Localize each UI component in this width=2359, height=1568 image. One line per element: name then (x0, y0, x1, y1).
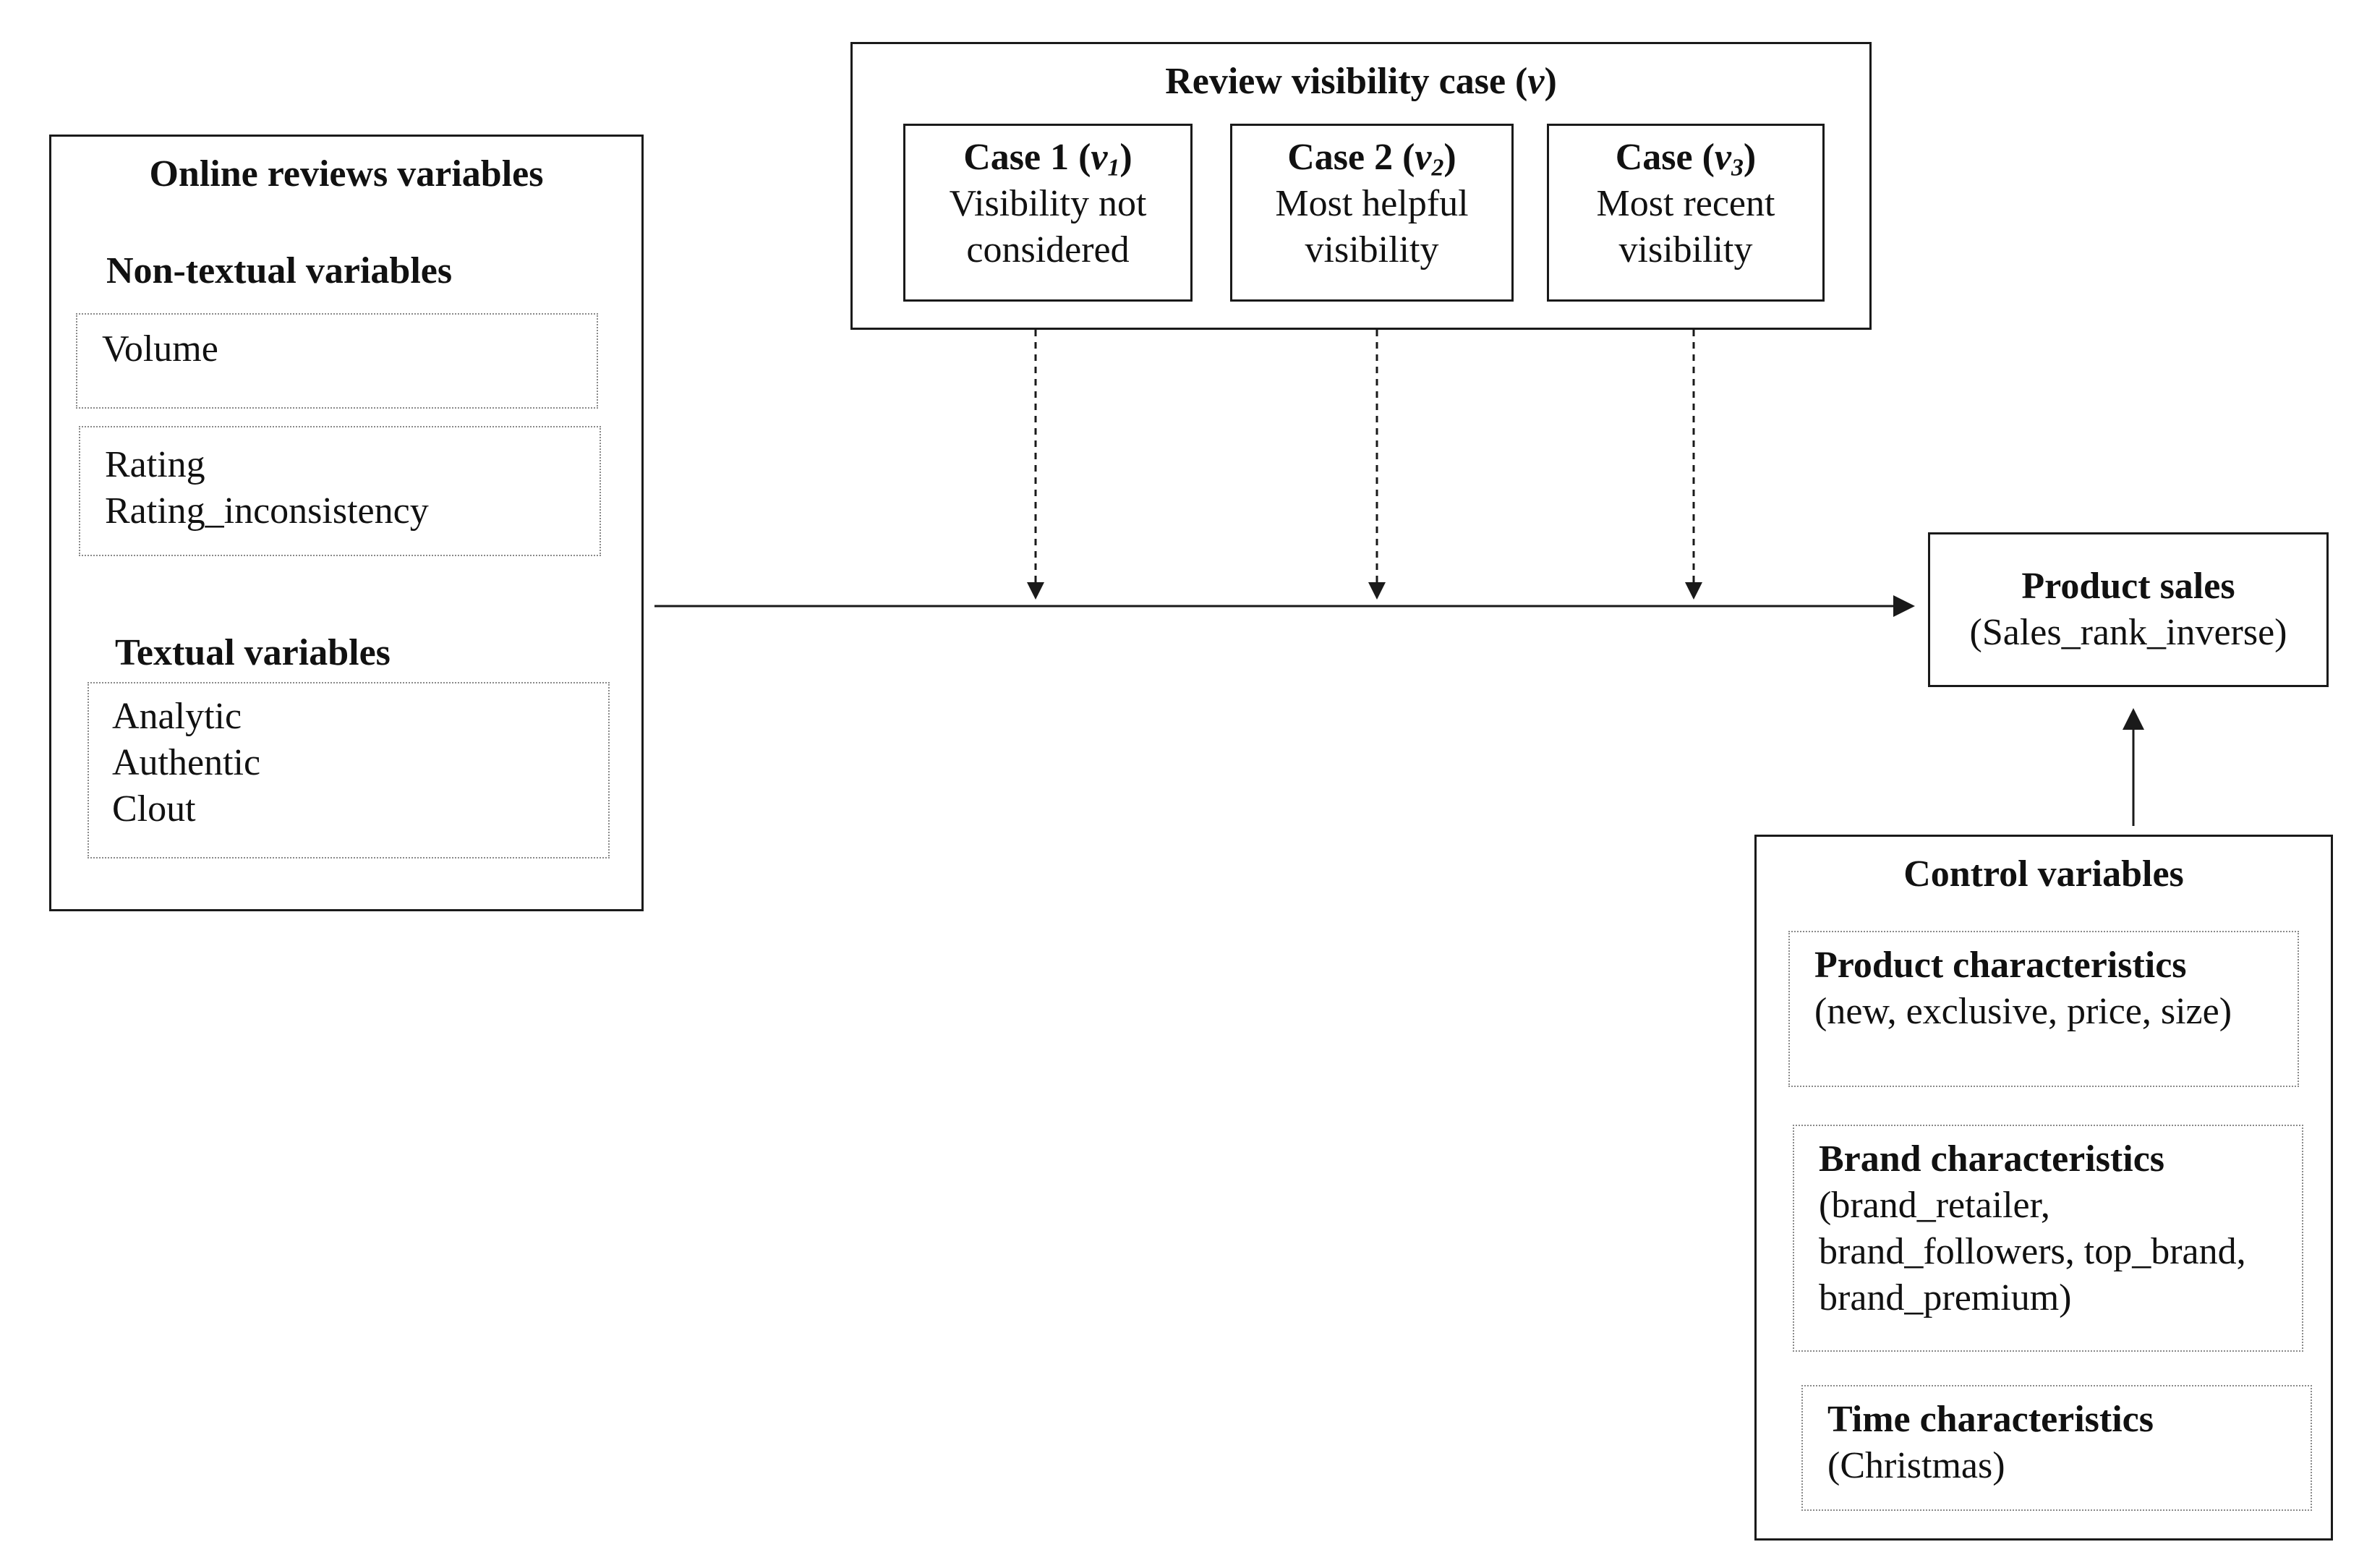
product-characteristics-group: Product characteristics (new, exclusive,… (1788, 931, 2299, 1087)
non-textual-heading: Non-textual variables (106, 250, 453, 291)
brand-characteristics-line2: brand_followers, top_brand, (1819, 1231, 2246, 1272)
product-sales-title: Product sales (2021, 566, 2235, 607)
product-sales-box: Product sales (Sales_rank_inverse) (1928, 532, 2329, 687)
case1-desc-line1: Visibility not (949, 183, 1147, 224)
case2-box: Case 2 (v2) Most helpful visibility (1230, 124, 1514, 302)
clout-variable: Clout (112, 788, 196, 830)
brand-characteristics-group: Brand characteristics (brand_retailer, b… (1793, 1125, 2303, 1352)
case3-label: Case (v3) (1615, 137, 1757, 182)
case1-label: Case 1 (v1) (963, 137, 1132, 182)
rating-group: Rating Rating_inconsistency (79, 426, 601, 556)
case2-desc-line2: visibility (1305, 229, 1439, 270)
product-characteristics-heading: Product characteristics (1814, 945, 2187, 986)
textual-heading: Textual variables (115, 632, 391, 673)
online-reviews-title: Online reviews variables (149, 153, 544, 195)
product-characteristics-list: (new, exclusive, price, size) (1814, 991, 2232, 1032)
review-visibility-title: Review visibility case (v) (1165, 61, 1557, 102)
authentic-variable: Authentic (112, 742, 261, 783)
review-visibility-box: Review visibility case (v) Case 1 (v1) V… (850, 42, 1872, 330)
time-characteristics-list: (Christmas) (1827, 1445, 2005, 1486)
case2-label: Case 2 (v2) (1287, 137, 1456, 182)
case3-desc-line2: visibility (1618, 229, 1753, 270)
volume-group: Volume (76, 313, 598, 409)
time-characteristics-heading: Time characteristics (1827, 1399, 2154, 1440)
volume-variable: Volume (102, 328, 218, 370)
case1-box: Case 1 (v1) Visibility not considered (903, 124, 1193, 302)
case2-desc-line1: Most helpful (1275, 183, 1469, 224)
product-sales-subtitle: (Sales_rank_inverse) (1969, 612, 2287, 653)
textual-group: Analytic Authentic Clout (88, 682, 610, 858)
brand-characteristics-line3: brand_premium) (1819, 1277, 2072, 1318)
control-variables-title: Control variables (1903, 853, 2184, 895)
case3-desc-line1: Most recent (1596, 183, 1775, 224)
rating-inconsistency-variable: Rating_inconsistency (105, 490, 429, 532)
control-variables-box: Control variables Product characteristic… (1754, 835, 2333, 1541)
brand-characteristics-line1: (brand_retailer, (1819, 1185, 2050, 1226)
analytic-variable: Analytic (112, 696, 242, 737)
online-reviews-box: Online reviews variables Non-textual var… (49, 135, 644, 911)
case3-box: Case (v3) Most recent visibility (1547, 124, 1825, 302)
case1-desc-line2: considered (966, 229, 1130, 270)
rating-variable: Rating (105, 444, 205, 485)
brand-characteristics-heading: Brand characteristics (1819, 1138, 2165, 1180)
time-characteristics-group: Time characteristics (Christmas) (1801, 1385, 2312, 1511)
